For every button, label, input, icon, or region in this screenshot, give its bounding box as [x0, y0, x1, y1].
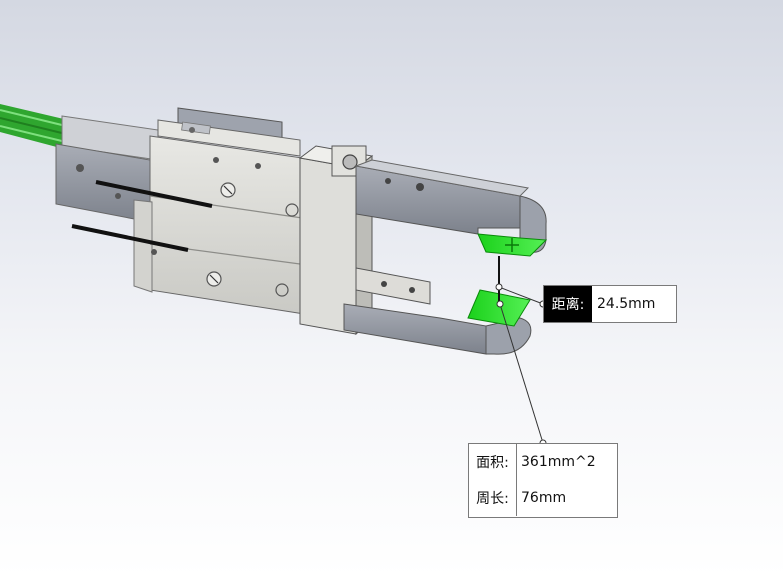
lower-jaw: [343, 267, 532, 355]
distance-label: 距离:: [544, 286, 592, 322]
gripper-body: [133, 135, 331, 319]
area-label: 面积:: [469, 444, 517, 480]
perimeter-label: 周长:: [469, 480, 517, 516]
perimeter-value: 76mm: [521, 490, 567, 506]
area-row: 面积: 361mm^2: [469, 444, 617, 480]
area-value: 361mm^2: [521, 454, 596, 470]
top-cap: [157, 107, 301, 157]
guide-rods: [71, 180, 213, 252]
measurement-leaders: [495, 256, 547, 447]
distance-callout[interactable]: 距离: 24.5mm: [543, 285, 677, 323]
perimeter-row: 周长: 76mm: [469, 480, 617, 516]
distance-value: 24.5mm: [597, 296, 656, 312]
upper-jaw: [354, 159, 548, 257]
cable-bundle: [0, 104, 68, 150]
face-measurement-callout[interactable]: 面积: 361mm^2 周长: 76mm: [468, 443, 618, 518]
